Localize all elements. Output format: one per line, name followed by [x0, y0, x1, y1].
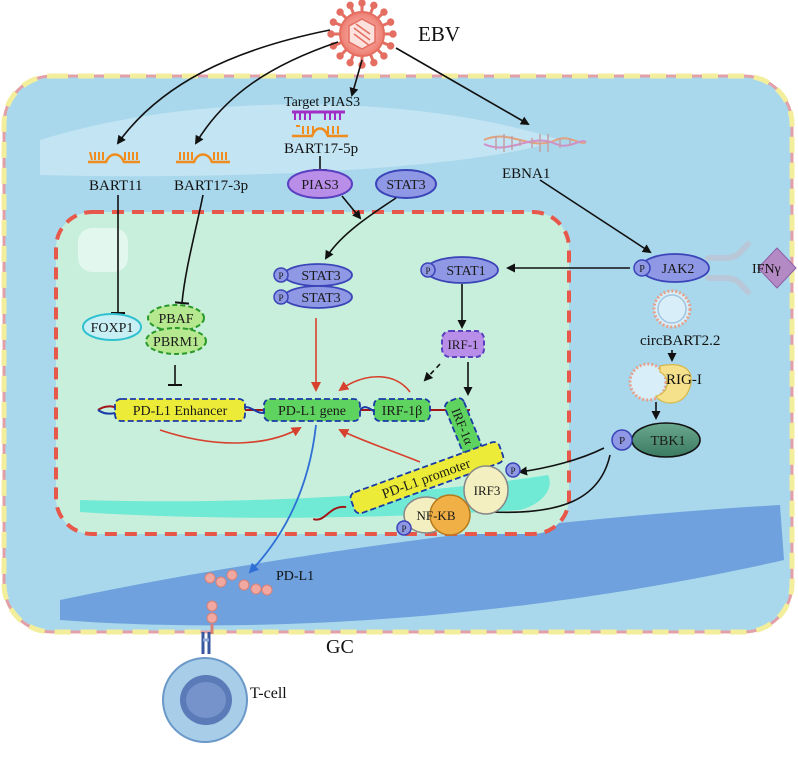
irf1-protein: IRF-1: [441, 330, 485, 358]
pdl1-pd1-binding-icon: [201, 600, 218, 654]
ifng-label: IFNγ: [752, 262, 781, 277]
rigi-complex-icon: [628, 362, 692, 404]
pias3-protein: PIAS3: [287, 169, 353, 199]
mirna-bart17-5p-icon: [292, 110, 348, 138]
pdl1-surface-label: PD-L1: [276, 569, 314, 584]
bart11-label: BART11: [89, 178, 143, 194]
pdl1-gene-label: PD-L1 gene: [278, 404, 346, 419]
mirna-bart11-icon: [88, 151, 140, 164]
ebv-arrows: [116, 29, 530, 145]
ifng-receptor-icon: [705, 241, 751, 295]
stat1-label: STAT1: [446, 264, 485, 279]
bart17-3p-label: BART17-3p: [174, 178, 248, 194]
p-site-label: P: [278, 271, 283, 281]
pbaf-label: PBAF: [158, 312, 193, 327]
nfkb-label: NF-KB: [416, 508, 455, 523]
irf1b-block: IRF-1β: [373, 398, 431, 422]
irf3-label: IRF3: [474, 483, 501, 498]
p-site-label: P: [425, 266, 430, 276]
stat3-label: STAT3: [386, 178, 425, 193]
pbaf-complex: PBAF PBRM1: [145, 304, 207, 355]
bart17-5p-label: BART17-5p: [284, 141, 358, 157]
ebna1-label: EBNA1: [502, 166, 550, 182]
pdl1-enhancer-label: PD-L1 Enhancer: [133, 404, 228, 419]
tbk1-label: TBK1: [651, 434, 686, 449]
p-site-label: P: [619, 435, 625, 447]
stat1-protein: P STAT1: [420, 256, 499, 284]
irf3-protein: P IRF3: [463, 462, 521, 515]
stat3-dimer-bottom-label: STAT3: [301, 291, 340, 306]
ebna1-dna-icon: [483, 134, 587, 152]
mirna-bart17-3p-icon: [176, 152, 230, 164]
pbrm1-label: PBRM1: [153, 335, 199, 350]
stat3-dimer-top-label: STAT3: [301, 269, 340, 284]
tbk1-arrows: [489, 447, 611, 514]
irf1-label: IRF-1: [447, 337, 478, 352]
gc-label: GC: [326, 636, 354, 658]
p-site-label: P: [401, 524, 406, 534]
ebv-virus-icon: [327, 0, 397, 69]
pdl1-gene-block: PD-L1 gene: [263, 398, 361, 422]
circbart-label: circBART2.2: [640, 333, 720, 349]
p-site-label: P: [510, 466, 515, 476]
foxp1-protein: FOXP1: [82, 313, 142, 341]
pdl1-enhancer-block: PD-L1 Enhancer: [114, 398, 246, 422]
irf1b-label: IRF-1β: [382, 404, 423, 419]
ifng-ligand-icon: [757, 247, 797, 289]
jak2-protein: P JAK2: [633, 253, 710, 283]
inhibition-lines: [111, 156, 327, 386]
tbk1-protein: P TBK1: [611, 422, 701, 458]
pdl1-protein-icon: [204, 569, 273, 596]
stat3-dimer: P P STAT3 STAT3: [273, 263, 353, 309]
pdl1-export-arrow: [248, 424, 317, 574]
stat3-arrows: [324, 195, 397, 260]
jak2-arrows: [457, 179, 652, 329]
stat3-protein: STAT3: [375, 169, 437, 199]
t-cell-icon: [162, 657, 248, 743]
foxp1-label: FOXP1: [91, 321, 134, 336]
circbart-icon: [652, 289, 692, 329]
rigi-label: RIG-I: [666, 372, 702, 388]
activation-arrows: [159, 318, 421, 463]
p-site-label: P: [278, 293, 283, 303]
pias3-label: PIAS3: [301, 178, 338, 193]
irf1-arrows: [423, 362, 473, 396]
nfkb-complex: P NF-KB: [396, 494, 471, 536]
p-site-label: P: [639, 264, 645, 275]
tcell-label: T-cell: [250, 685, 287, 702]
target-pias3-label: Target PIAS3: [284, 95, 360, 110]
ebv-label: EBV: [418, 22, 460, 46]
jak2-label: JAK2: [662, 262, 695, 277]
